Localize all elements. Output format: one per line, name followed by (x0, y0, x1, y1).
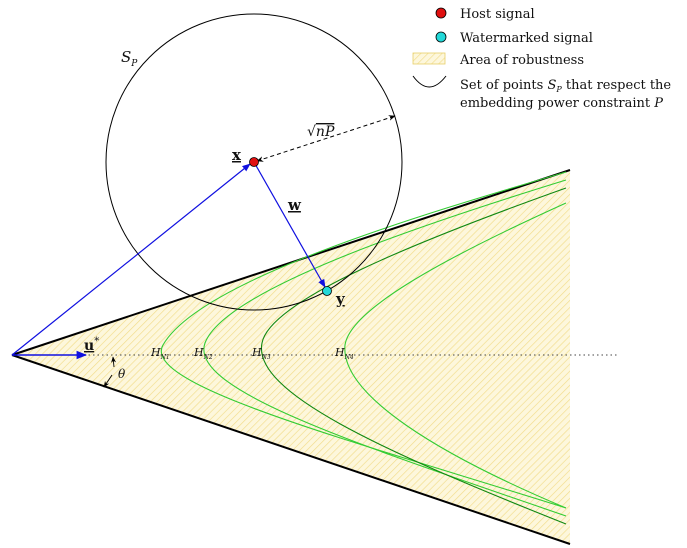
angle-arrow-bottom (103, 374, 113, 388)
hyperbola-n3-subscript: N3 (261, 354, 271, 361)
hyperbola-n1-subscript: N1 (160, 354, 170, 361)
legend-set-of-points-line1: Set of points SP that respect the (460, 78, 671, 96)
hyperbola-group (160, 171, 567, 525)
hyperbola-label-n2: HN2 (193, 346, 213, 361)
host-signal-point (249, 157, 259, 167)
host-label: x (232, 146, 242, 164)
hyperbola-label-n4: HN4 (334, 346, 354, 361)
angle-arrow-top (111, 356, 117, 368)
legend-set-points-symbol: S (547, 78, 556, 93)
hyperbola-label-n3: HN3 (251, 346, 271, 361)
marked-label: y (335, 290, 346, 308)
hyperbola-n1-symbol: H (150, 346, 161, 359)
direction-star: * (94, 336, 99, 347)
watermark-vector (253, 161, 326, 288)
angle-label: θ (118, 367, 126, 381)
host-vector (11, 163, 251, 356)
hyperbola-n3-symbol: H (251, 346, 262, 359)
embedding-power-sphere (105, 13, 403, 311)
robust-cone-area (12, 170, 570, 545)
direction-symbol: u (84, 338, 94, 354)
red-dot-icon (435, 7, 447, 19)
hyperbola-n4-symbol: H (334, 346, 345, 359)
hyperbola-n2-symbol: H (193, 346, 204, 359)
radius-arrow (256, 115, 396, 162)
hyperbola-n2 (203, 179, 567, 517)
sphere-label-subscript: P (130, 59, 138, 69)
hyperbola-n4 (344, 202, 567, 509)
watermarked-signal-point (322, 286, 332, 296)
legend: Host signal Watermarked signal Area of r… (412, 7, 671, 111)
direction-label: u* (84, 336, 99, 354)
hyperbola-label-n1: HN1 (150, 346, 170, 361)
hyperbola-n3 (260, 187, 567, 525)
legend-host-signal: Host signal (460, 7, 535, 22)
radius-label: √nP (307, 124, 335, 140)
radius-sqrt-sign: √ (307, 124, 316, 140)
hyperbola-n2-subscript: N2 (203, 354, 213, 361)
hyperbola-n4-subscript: N4 (344, 354, 354, 361)
legend-constraint-text: embedding power constraint (460, 96, 651, 111)
sphere-label: SP (121, 48, 138, 69)
legend-set-of-points-line2: embedding power constraint P (460, 96, 663, 111)
hatched-rectangle-icon (412, 52, 446, 65)
legend-set-points-text: Set of points (460, 78, 543, 93)
legend-set-points-tail: that respect the (566, 78, 672, 93)
legend-area-of-robustness: Area of robustness (459, 53, 584, 68)
legend-constraint-var: P (653, 96, 663, 111)
radius-value: nP (316, 124, 335, 140)
watermark-label: w (287, 196, 302, 214)
cyan-dot-icon (435, 31, 447, 43)
legend-set-points-subscript: P (555, 85, 562, 94)
sphere-label-symbol: S (121, 48, 131, 66)
legend-watermarked-signal: Watermarked signal (460, 31, 593, 46)
arc-icon (412, 75, 447, 88)
cone-upper-edge (11, 169, 571, 356)
